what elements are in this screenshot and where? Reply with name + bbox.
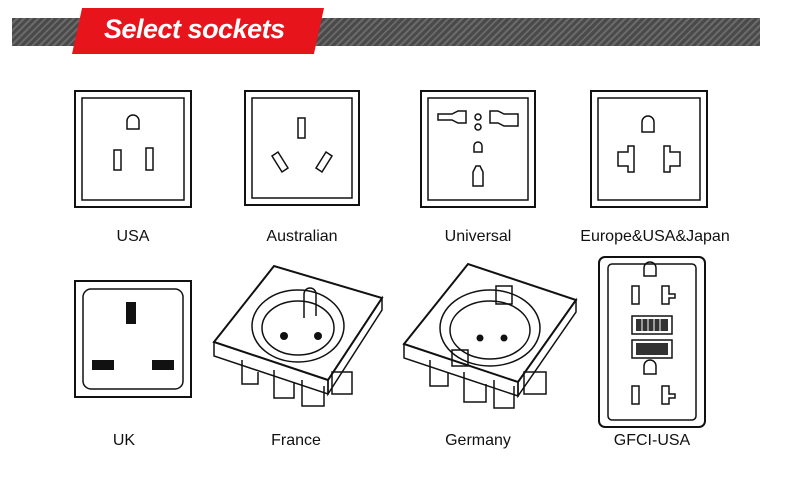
germany-socket-icon[interactable] <box>400 260 580 416</box>
socket-label-usa: USA <box>116 228 150 245</box>
socket-label-france: France <box>271 432 321 449</box>
socket-label-universal: Universal <box>444 228 512 245</box>
gfci-usa-socket-icon[interactable] <box>598 256 706 428</box>
universal-socket-icon[interactable] <box>420 90 536 208</box>
socket-label-gfci-usa: GFCI-USA <box>613 432 691 449</box>
socket-label-germany: Germany <box>445 432 511 449</box>
page-title: Select sockets <box>104 14 285 44</box>
europe-usa-japan-socket-icon[interactable] <box>590 90 708 208</box>
socket-label-europe-usa-japan: Europe&USA&Japan <box>580 228 730 245</box>
usa-socket-icon[interactable] <box>74 90 192 208</box>
uk-socket-icon[interactable] <box>74 280 192 398</box>
socket-label-uk: UK <box>112 432 136 449</box>
header-tab <box>72 8 324 54</box>
socket-label-australian: Australian <box>266 228 338 245</box>
australian-socket-icon[interactable] <box>244 90 360 206</box>
france-socket-icon[interactable] <box>212 262 392 412</box>
